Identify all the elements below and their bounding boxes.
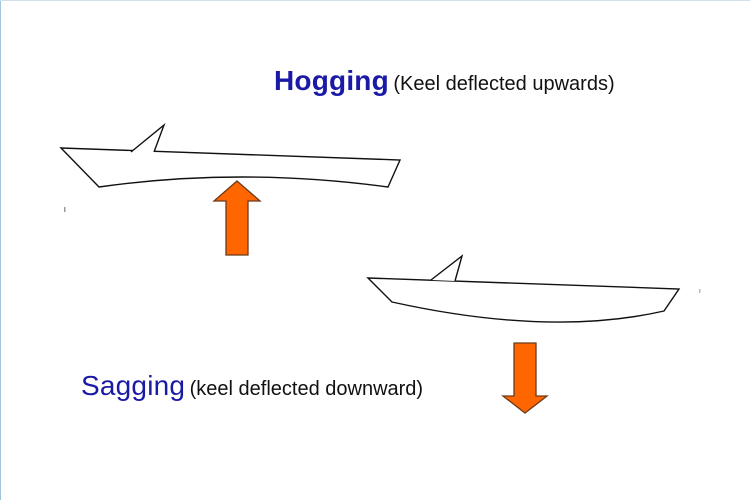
frame-top-edge [0,0,750,1]
hogging-caption: Hogging (Keel deflected upwards) [274,67,615,95]
stray-mark-right [699,289,701,293]
sagging-fin [430,254,464,282]
hogging-boat [59,122,402,188]
sagging-term: Sagging [81,370,186,401]
hogging-fin [130,122,166,153]
stray-mark-left [64,207,66,212]
arrow-up-icon [212,180,262,256]
frame-left-edge [0,0,1,500]
sagging-caption: Sagging (keel deflected downward) [81,372,423,400]
sagging-description: (keel deflected downward) [189,378,424,400]
sagging-boat [366,254,681,323]
hogging-description: (Keel deflected upwards) [393,73,615,95]
hogging-term: Hogging [274,65,389,96]
sagging-hull [366,277,681,323]
arrow-down-icon [501,342,549,414]
hogging-hull [59,147,402,188]
